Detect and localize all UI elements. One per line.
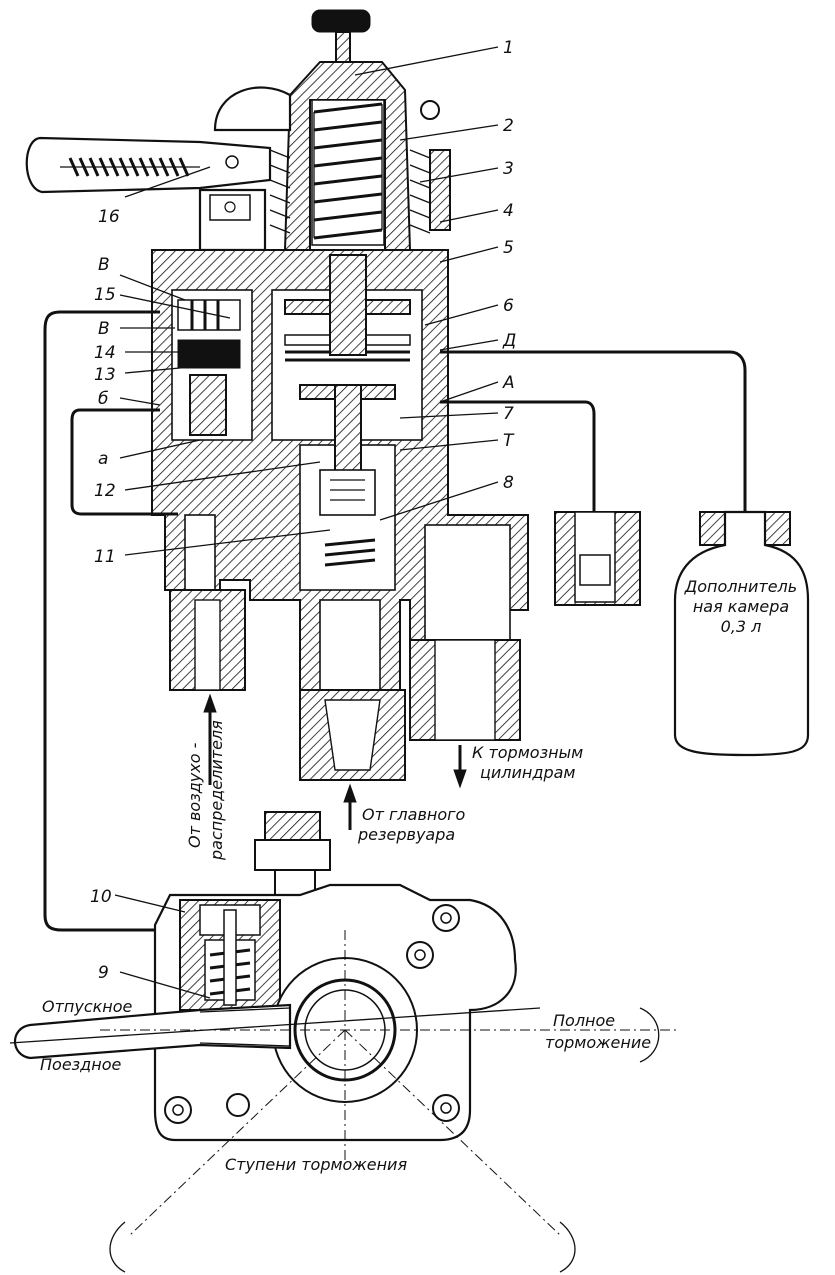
extra-chamber-line2: ная камера	[693, 597, 789, 616]
captions: К тормозным цилиндрам От главного резерв…	[40, 720, 651, 1174]
callout-B2: В	[98, 319, 110, 339]
callout-6: 6	[503, 296, 514, 316]
upper-valve-assembly	[25, 9, 529, 781]
callout-2: 2	[503, 116, 514, 136]
brake-handle	[14, 1003, 292, 1060]
callout-9: 9	[98, 963, 109, 983]
callout-11: 11	[94, 547, 116, 567]
lower-valve-assembly	[9, 811, 680, 1273]
extra-chamber-line1: Дополнитель	[684, 577, 797, 596]
callout-T: Т	[503, 431, 515, 451]
caption-full-2: торможение	[545, 1033, 651, 1052]
handle-16	[25, 136, 272, 252]
caption-full-1: Полное	[553, 1011, 615, 1030]
caption-to-cylinders-1: К тормозным	[472, 743, 583, 762]
callout-8: 8	[503, 473, 514, 493]
caption-to-cylinders-2: цилиндрам	[480, 763, 575, 782]
callout-5: 5	[503, 238, 514, 258]
adjust-knob	[311, 9, 371, 33]
callout-14: 14	[94, 343, 116, 363]
flow-arrows	[203, 693, 467, 830]
callout-1: 1	[503, 38, 514, 58]
callout-labels: 1 2 3 4 5 6 Д А 7 Т 8 В 15 В 14 13 б а 1…	[90, 38, 516, 983]
callout-b: б	[98, 389, 108, 409]
callout-16: 16	[98, 207, 120, 227]
callout-B1: В	[98, 255, 110, 275]
callout-4: 4	[503, 201, 514, 221]
callout-15: 15	[94, 285, 116, 305]
callout-A: А	[502, 373, 515, 393]
extra-chamber: Дополнитель ная камера 0,3 л	[673, 510, 810, 757]
callout-10: 10	[90, 887, 112, 907]
caption-from-reservoir-2: резервуара	[357, 825, 455, 844]
callout-13: 13	[94, 365, 116, 385]
callout-7a: 7	[503, 404, 514, 424]
callout-12: 12	[94, 481, 116, 501]
callout-a: а	[98, 449, 108, 469]
caption-from-reservoir-1: От главного	[362, 805, 466, 824]
caption-from-distributor-2: распределителя	[207, 720, 226, 861]
callout-3: 3	[503, 159, 514, 179]
caption-release: Отпускное	[42, 997, 133, 1016]
spring	[311, 99, 385, 246]
caption-steps: Ступени торможения	[225, 1155, 407, 1174]
caption-from-distributor-1: От воздухо -	[185, 742, 204, 848]
caption-train: Поездное	[40, 1055, 121, 1074]
leader-lines	[114, 46, 499, 999]
extra-chamber-volume: 0,3 л	[721, 617, 762, 636]
pipes	[43, 310, 747, 932]
callout-D: Д	[502, 331, 516, 351]
